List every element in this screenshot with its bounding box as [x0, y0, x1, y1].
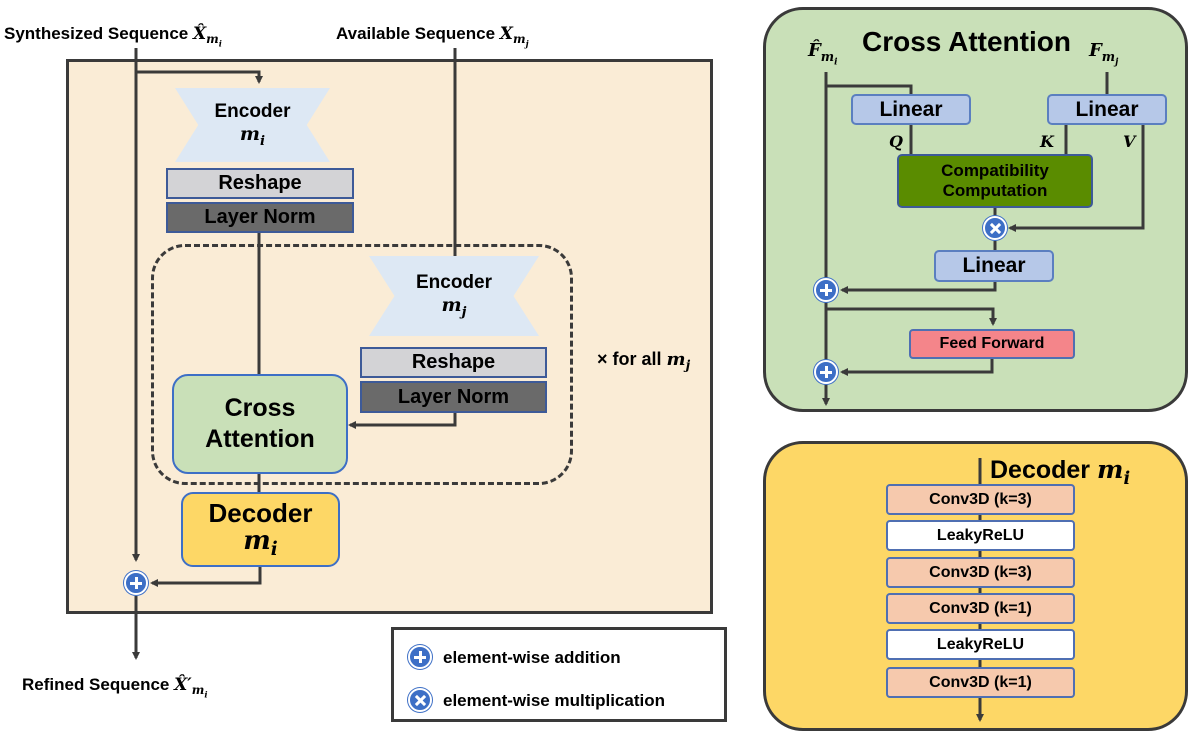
decoder-layer-leakyrelu-2: LeakyReLU	[886, 629, 1075, 660]
addition-icon	[124, 571, 148, 595]
decoder-layer-conv3d-3: Conv3D (k=1)	[886, 593, 1075, 624]
synthesized-sequence-label: Synthesized Sequence X̂mi	[4, 24, 222, 49]
residual-addition-icon-2	[814, 360, 838, 384]
compatibility-computation: Compatibility Computation	[897, 154, 1093, 208]
legend-multiplication-label: element-wise multiplication	[443, 691, 665, 710]
refined-sequence-label: Refined Sequence X̂′mi	[22, 675, 208, 700]
synthesized-symbol: X̂mi	[192, 24, 222, 49]
legend-multiplication-icon	[408, 688, 432, 712]
residual-addition-icon-1	[814, 278, 838, 302]
layer-norm-mi: Layer Norm	[166, 202, 354, 233]
reshape-mj: Reshape	[360, 347, 547, 378]
cross-attention-block: Cross Attention	[172, 374, 348, 474]
layer-norm-mj: Layer Norm	[360, 381, 547, 413]
legend	[391, 627, 727, 722]
refined-symbol: X̂′mi	[174, 675, 208, 700]
available-symbol: Xmj	[499, 24, 529, 49]
reshape-mi: Reshape	[166, 168, 354, 199]
q-label: Q	[889, 132, 903, 151]
linear-output: Linear	[934, 250, 1054, 282]
encoder-mj: Encoder mj	[369, 256, 539, 336]
cross-attention-title: Cross Attention	[862, 26, 1071, 57]
linear-query: Linear	[851, 94, 971, 125]
decoder-layer-conv3d-4: Conv3D (k=1)	[886, 667, 1075, 698]
legend-addition-icon	[408, 645, 432, 669]
linear-key-value: Linear	[1047, 94, 1167, 125]
encoder-mi: Encoder mi	[175, 88, 330, 162]
k-label: K	[1040, 132, 1054, 151]
repeat-region	[151, 244, 573, 485]
decoder-layer-leakyrelu-1: LeakyReLU	[886, 520, 1075, 551]
feed-forward: Feed Forward	[909, 329, 1075, 359]
available-sequence-label: Available Sequence Xmj	[336, 24, 529, 49]
v-label: V	[1123, 132, 1136, 151]
decoder-layer-conv3d-1: Conv3D (k=3)	[886, 484, 1075, 515]
loop-label: × for all mj	[597, 349, 691, 373]
main-panel	[66, 59, 713, 614]
multiplication-icon	[983, 216, 1007, 240]
legend-addition-label: element-wise addition	[443, 648, 621, 667]
input-f-mj: Fmj	[1089, 40, 1119, 68]
input-f-hat-mi: F̂mi	[808, 40, 838, 68]
decoder-title: Decoder mi	[990, 455, 1131, 489]
decoder-layer-conv3d-2: Conv3D (k=3)	[886, 557, 1075, 588]
decoder-block: Decoder mi	[181, 492, 340, 567]
